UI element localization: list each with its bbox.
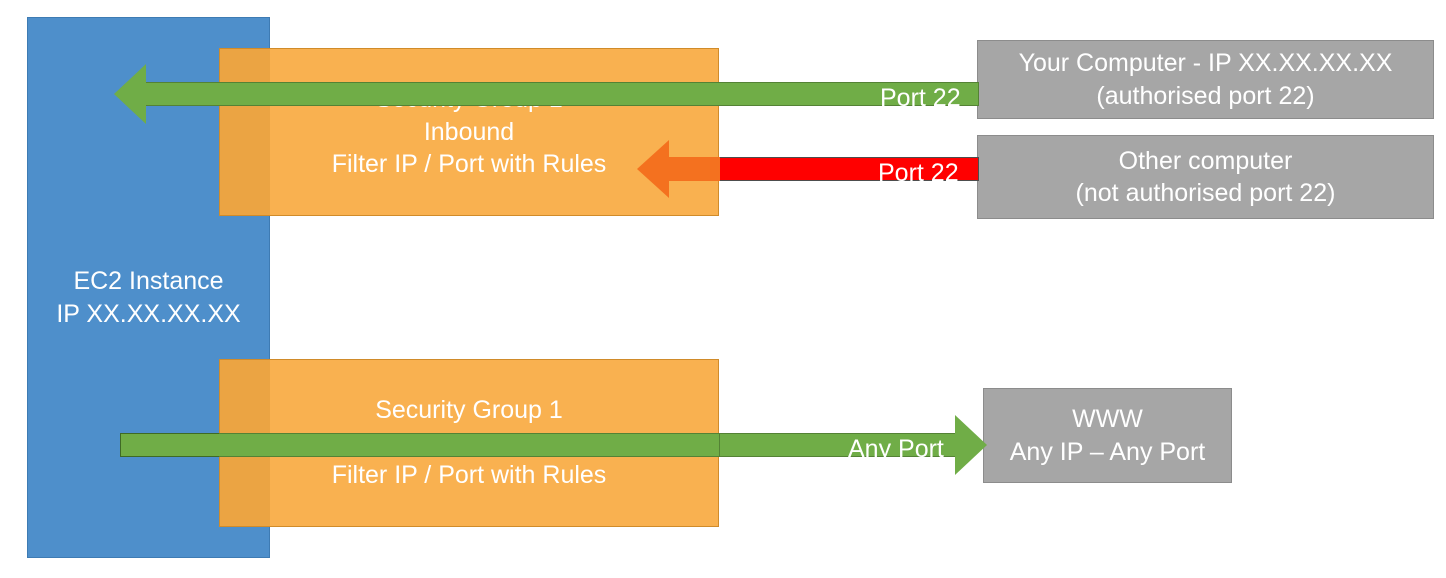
endpoint-other-computer-box[interactable]: Other computer (not authorised port 22) <box>977 135 1434 219</box>
connection-inbound-allowed-shaft <box>137 82 720 106</box>
endpoint-your-computer-box[interactable]: Your Computer - IP XX.XX.XX.XX (authoris… <box>977 40 1434 119</box>
sg-inbound-line2: Inbound <box>423 117 515 146</box>
sg-inbound-line3: Filter IP / Port with Rules <box>331 150 607 179</box>
endpoint-www-box[interactable]: WWW Any IP – Any Port <box>983 388 1232 483</box>
connection-inbound-blocked-label: Port 22 <box>878 159 959 187</box>
connection-outbound-allowed-bar[interactable] <box>719 433 965 457</box>
connection-inbound-blocked-bar[interactable] <box>719 157 979 181</box>
www-line2: Any IP – Any Port <box>1009 437 1206 466</box>
ec2-instance-ip: IP XX.XX.XX.XX <box>56 299 241 328</box>
your-computer-line1: Your Computer - IP XX.XX.XX.XX <box>1018 49 1393 77</box>
www-line1: WWW <box>1072 405 1143 433</box>
ec2-instance-label: EC2 Instance IP XX.XX.XX.XX <box>28 265 269 330</box>
connection-outbound-crossing <box>219 433 719 457</box>
ec2-instance-name: EC2 Instance <box>73 267 224 295</box>
connection-inbound-allowed-label: Port 22 <box>880 84 961 112</box>
connection-outbound-allowed-label: Any Port <box>848 435 944 463</box>
other-computer-line2: (not authorised port 22) <box>1075 179 1336 207</box>
your-computer-line2: (authorised port 22) <box>1096 81 1315 110</box>
sg-outbound-line3: Filter IP / Port with Rules <box>331 461 607 490</box>
sg-outbound-line1: Security Group 1 <box>375 396 563 425</box>
other-computer-line1: Other computer <box>1118 146 1293 175</box>
security-group-inbound-box[interactable]: Security Group 1 Inbound Filter IP / Por… <box>219 48 719 216</box>
connection-inbound-allowed-bar[interactable] <box>719 82 979 106</box>
connection-inbound-blocked-shaft <box>661 157 720 181</box>
